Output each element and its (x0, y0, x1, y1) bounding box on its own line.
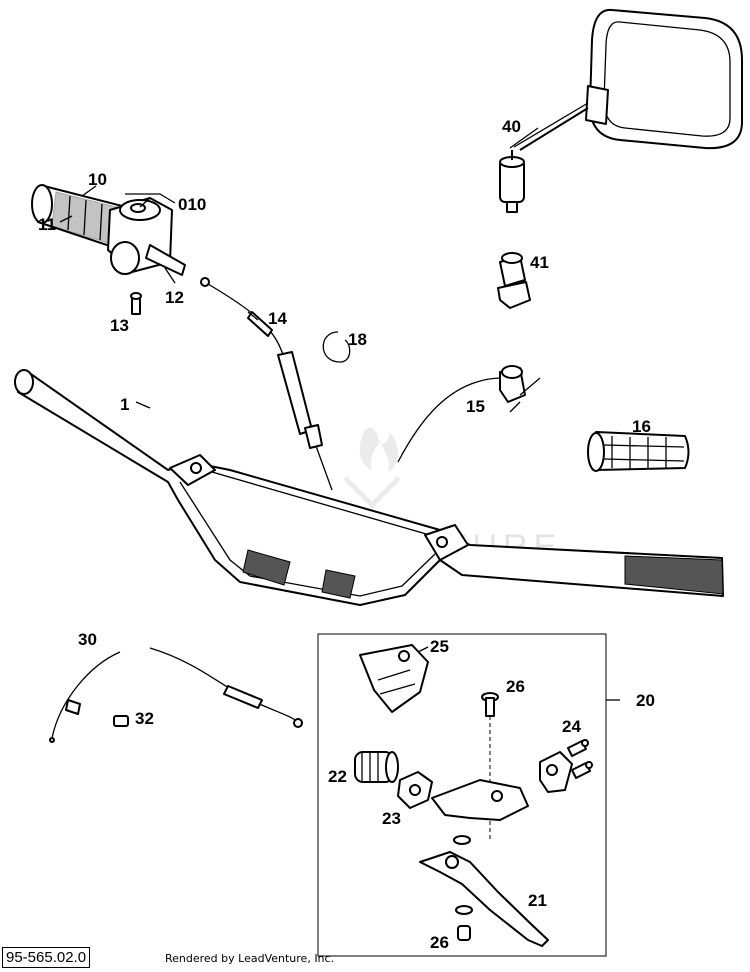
callout-010: 010 (178, 195, 206, 214)
callout-13: 13 (110, 316, 129, 335)
callout-22: 22 (328, 767, 347, 786)
callout-18: 18 (348, 330, 367, 349)
callout-40: 40 (502, 117, 521, 136)
clutch-cable[interactable] (49, 647, 303, 743)
callout-12: 12 (165, 288, 184, 307)
lever-guard[interactable] (359, 644, 429, 713)
left-grip[interactable] (587, 431, 690, 472)
mirror-clamp[interactable] (497, 252, 531, 309)
leader-lines (59, 127, 620, 701)
callout-14: 14 (268, 309, 287, 328)
callout-32: 32 (135, 709, 154, 728)
callout-20: 20 (636, 691, 655, 710)
throttle-cable[interactable] (200, 277, 333, 491)
clutch-lever[interactable] (419, 835, 549, 947)
kill-switch[interactable] (397, 365, 541, 463)
cable-adjuster-nut[interactable] (113, 715, 129, 727)
render-credit: Rendered by LeadVenture, Inc. (165, 952, 335, 965)
callout-41: 41 (530, 253, 549, 272)
callout-16: 16 (632, 417, 651, 436)
clamp-screws[interactable] (567, 739, 593, 779)
callout-26-bottom: 26 (430, 933, 449, 952)
callout-10: 10 (88, 170, 107, 189)
callout-labels: 10 010 11 12 13 14 18 1 40 41 15 16 30 3… (38, 117, 655, 952)
lever-bracket[interactable] (431, 751, 573, 821)
handlebar[interactable] (14, 369, 724, 606)
pivot-bolt[interactable] (481, 692, 499, 840)
callout-24: 24 (562, 717, 581, 736)
mirror[interactable] (499, 8, 743, 213)
callout-15: 15 (466, 397, 485, 416)
document-code: 95-565.02.0 (2, 947, 91, 968)
callout-1: 1 (120, 395, 129, 414)
callout-21: 21 (528, 891, 547, 910)
adjuster-lock-nut[interactable] (397, 771, 433, 809)
callout-30: 30 (78, 630, 97, 649)
clutch-lever-assembly-frame (317, 633, 607, 957)
callout-11: 11 (38, 215, 56, 234)
callout-25: 25 (430, 637, 449, 656)
callout-26-top: 26 (506, 677, 525, 696)
callout-23: 23 (382, 809, 401, 828)
cable-tie[interactable] (322, 331, 351, 363)
throttle-assembly[interactable] (31, 184, 186, 315)
adjuster-barrel[interactable] (354, 751, 399, 783)
